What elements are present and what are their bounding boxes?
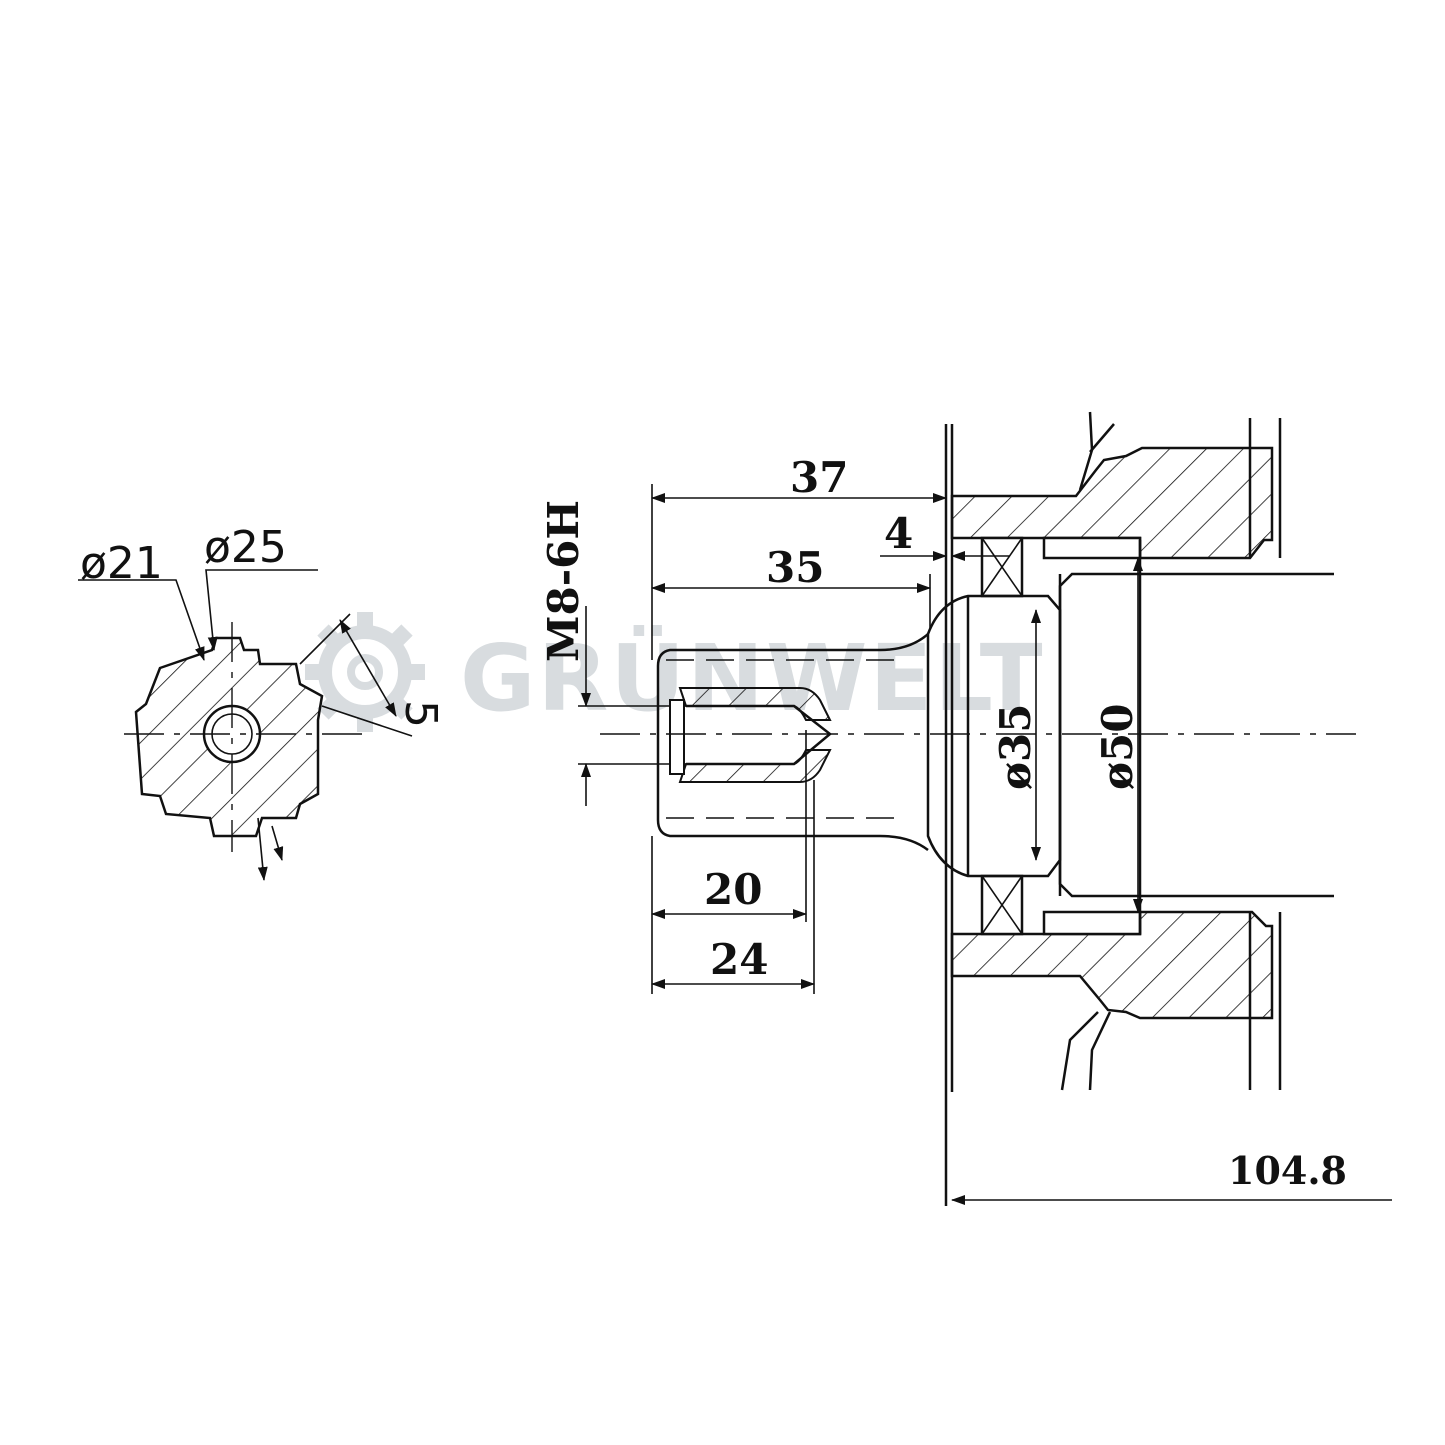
bearing-upper [980, 536, 1142, 598]
shaft-end [656, 633, 929, 851]
dim-37-label: 37 [790, 453, 848, 502]
thread-label: M8-6H [539, 500, 588, 662]
bearing-lower [980, 874, 1142, 936]
dim-24-label: 24 [710, 935, 768, 984]
cross-section-view: ø21 ø25 5 [78, 522, 446, 881]
key-width-label: 5 [395, 700, 446, 728]
shaft-side-view: 37 35 4 M8-6H 20 24 ø35 ø50 104.8 [539, 411, 1392, 1206]
dim-104-8-label: 104.8 [1228, 1148, 1347, 1193]
dia-35-label: ø35 [991, 704, 1040, 790]
shaft-shoulder [926, 594, 1062, 878]
dia-25-label: ø25 [204, 522, 287, 573]
dim-35-label: 35 [766, 543, 824, 592]
dia-21-label: ø21 [80, 538, 163, 589]
dim-4-label: 4 [884, 509, 913, 558]
dim-20-label: 20 [704, 865, 762, 914]
tapped-hole-lower [678, 749, 832, 783]
dia-50-label: ø50 [1093, 704, 1142, 790]
